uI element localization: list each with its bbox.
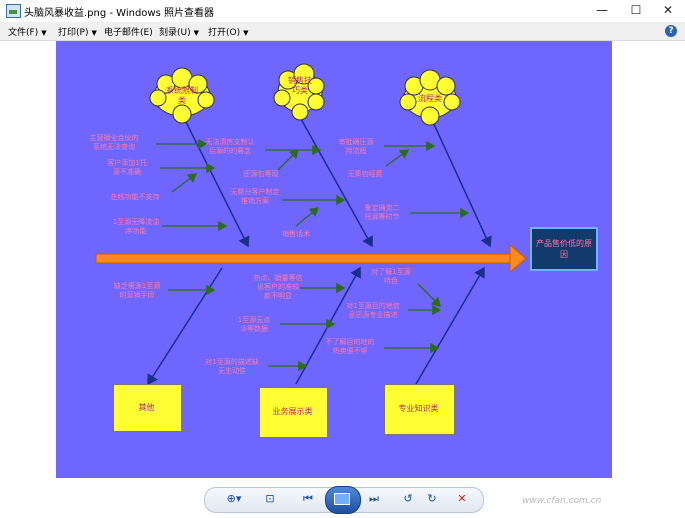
category-system-label: 系统限制类 [166,86,198,105]
cause-label: 无法清房支制认 后源的的展念 [205,138,255,155]
effect-label: 产品售价低的原因 [536,239,592,259]
next-icon[interactable]: ⏭ [369,492,379,505]
menu-email[interactable]: 电子邮件(E) [104,25,153,38]
cause-label: 1至源无点 评等数据 [237,316,271,333]
category-process-label: 流程类 [418,94,442,103]
cause-label: 主营播业合伙的 系统无法查询 [89,134,139,151]
menu-print[interactable]: 打印(P)▼ [58,25,97,38]
chevron-down-icon: ▼ [193,29,200,37]
bone-system [184,119,250,248]
delete-icon[interactable]: ✕ [457,492,467,505]
menu-burn[interactable]: 刻录(U)▼ [159,25,199,38]
cause-label: 无集包经费 [347,170,383,178]
cause-label: 不了解目的地的 热卖便不够 [325,338,375,355]
cause-label: 无聊分客户制定 推销方案 [230,188,280,205]
maximize-button[interactable]: ☐ [630,3,642,17]
bone-sales [295,109,373,248]
help-icon[interactable]: ? [665,25,677,37]
cause-label: 在线功能不支持 [110,193,160,201]
spine-arrow [95,253,513,264]
chevron-down-icon: ▼ [41,29,47,37]
cause-label: 对了解1至源 特色 [371,268,411,285]
bone-knowledge [415,266,485,385]
cloud-sales [273,63,325,121]
category-other-label: 其他 [138,403,155,412]
cause-label: 对1至源的描述缺 无生动性 [205,358,259,375]
slideshow-button[interactable] [325,486,361,514]
minimize-button[interactable]: — [596,3,608,17]
menu-bar: 文件(F)▼ 打印(P)▼ 电子邮件(E) 刻录(U)▼ 打开(O)▼ ? [0,22,685,41]
cause-label: 客户添加1托 源不准确 [107,159,147,176]
spine-arrow-head [509,243,527,274]
previous-icon[interactable]: ⏮ [303,492,313,505]
menu-email-label: 电子邮件(E) [104,28,153,38]
title-bar: 头脑风暴收益.png - Windows 照片查看器 — ☐ ✕ [0,0,685,22]
cloud-system [149,67,215,124]
chevron-down-icon: ▼ [91,29,97,37]
cause-arrow [171,173,198,193]
menu-open[interactable]: 打开(O)▼ [208,25,249,38]
menu-open-label: 打开(O) [208,28,241,38]
cause-label: 热点、销量等信 息客户的准较 款不明显 [253,274,303,300]
cause-label: 对1至源目的地信 息迅源专业描述 [346,302,400,319]
cause-arrow [277,149,299,171]
cloud-process [399,69,461,126]
slideshow-icon [334,493,350,505]
close-button[interactable]: ✕ [662,3,674,17]
menu-file[interactable]: 文件(F)▼ [8,25,47,38]
cause-label: 缺乏需源1至源 的营销手段 [113,282,161,299]
cause-label: 还源包等现 [243,170,279,178]
category-other-box [113,384,182,432]
category-knowledge-label: 专业知识类 [398,404,439,413]
effect-box [530,227,598,271]
cause-arrow [417,283,441,307]
cause-label: 销售话术 [282,230,310,238]
watermark: www.cfan.com.cn [522,496,602,506]
category-knowledge-box [384,384,455,435]
cause-arrow [385,149,410,167]
cause-label: 鲁定确流二 托源等时节 [364,204,400,221]
window-title: 头脑风暴收益.png - Windows 照片查看器 [24,8,214,19]
fit-window-icon[interactable]: ⊡ [265,492,275,505]
category-display-label: 业务展示类 [272,407,313,416]
rotate-clockwise-icon[interactable]: ↻ [427,492,437,505]
cause-arrow [295,207,320,227]
category-display-box [259,387,328,438]
category-sales-label: 销售技巧类 [288,76,312,95]
cause-label: 1至源无降流油 序功能 [112,218,160,235]
photo-viewer-icon [6,4,21,18]
rotate-counterclockwise-icon[interactable]: ↺ [403,492,413,505]
menu-print-label: 打印(P) [58,28,89,38]
cause-label: 审批确压源 持流程 [338,138,374,155]
bone-process [431,119,492,248]
menu-burn-label: 刻录(U) [159,28,191,38]
zoom-icon[interactable]: ⊕▾ [226,492,242,505]
menu-file-label: 文件(F) [8,28,39,38]
chevron-down-icon: ▼ [243,29,249,37]
